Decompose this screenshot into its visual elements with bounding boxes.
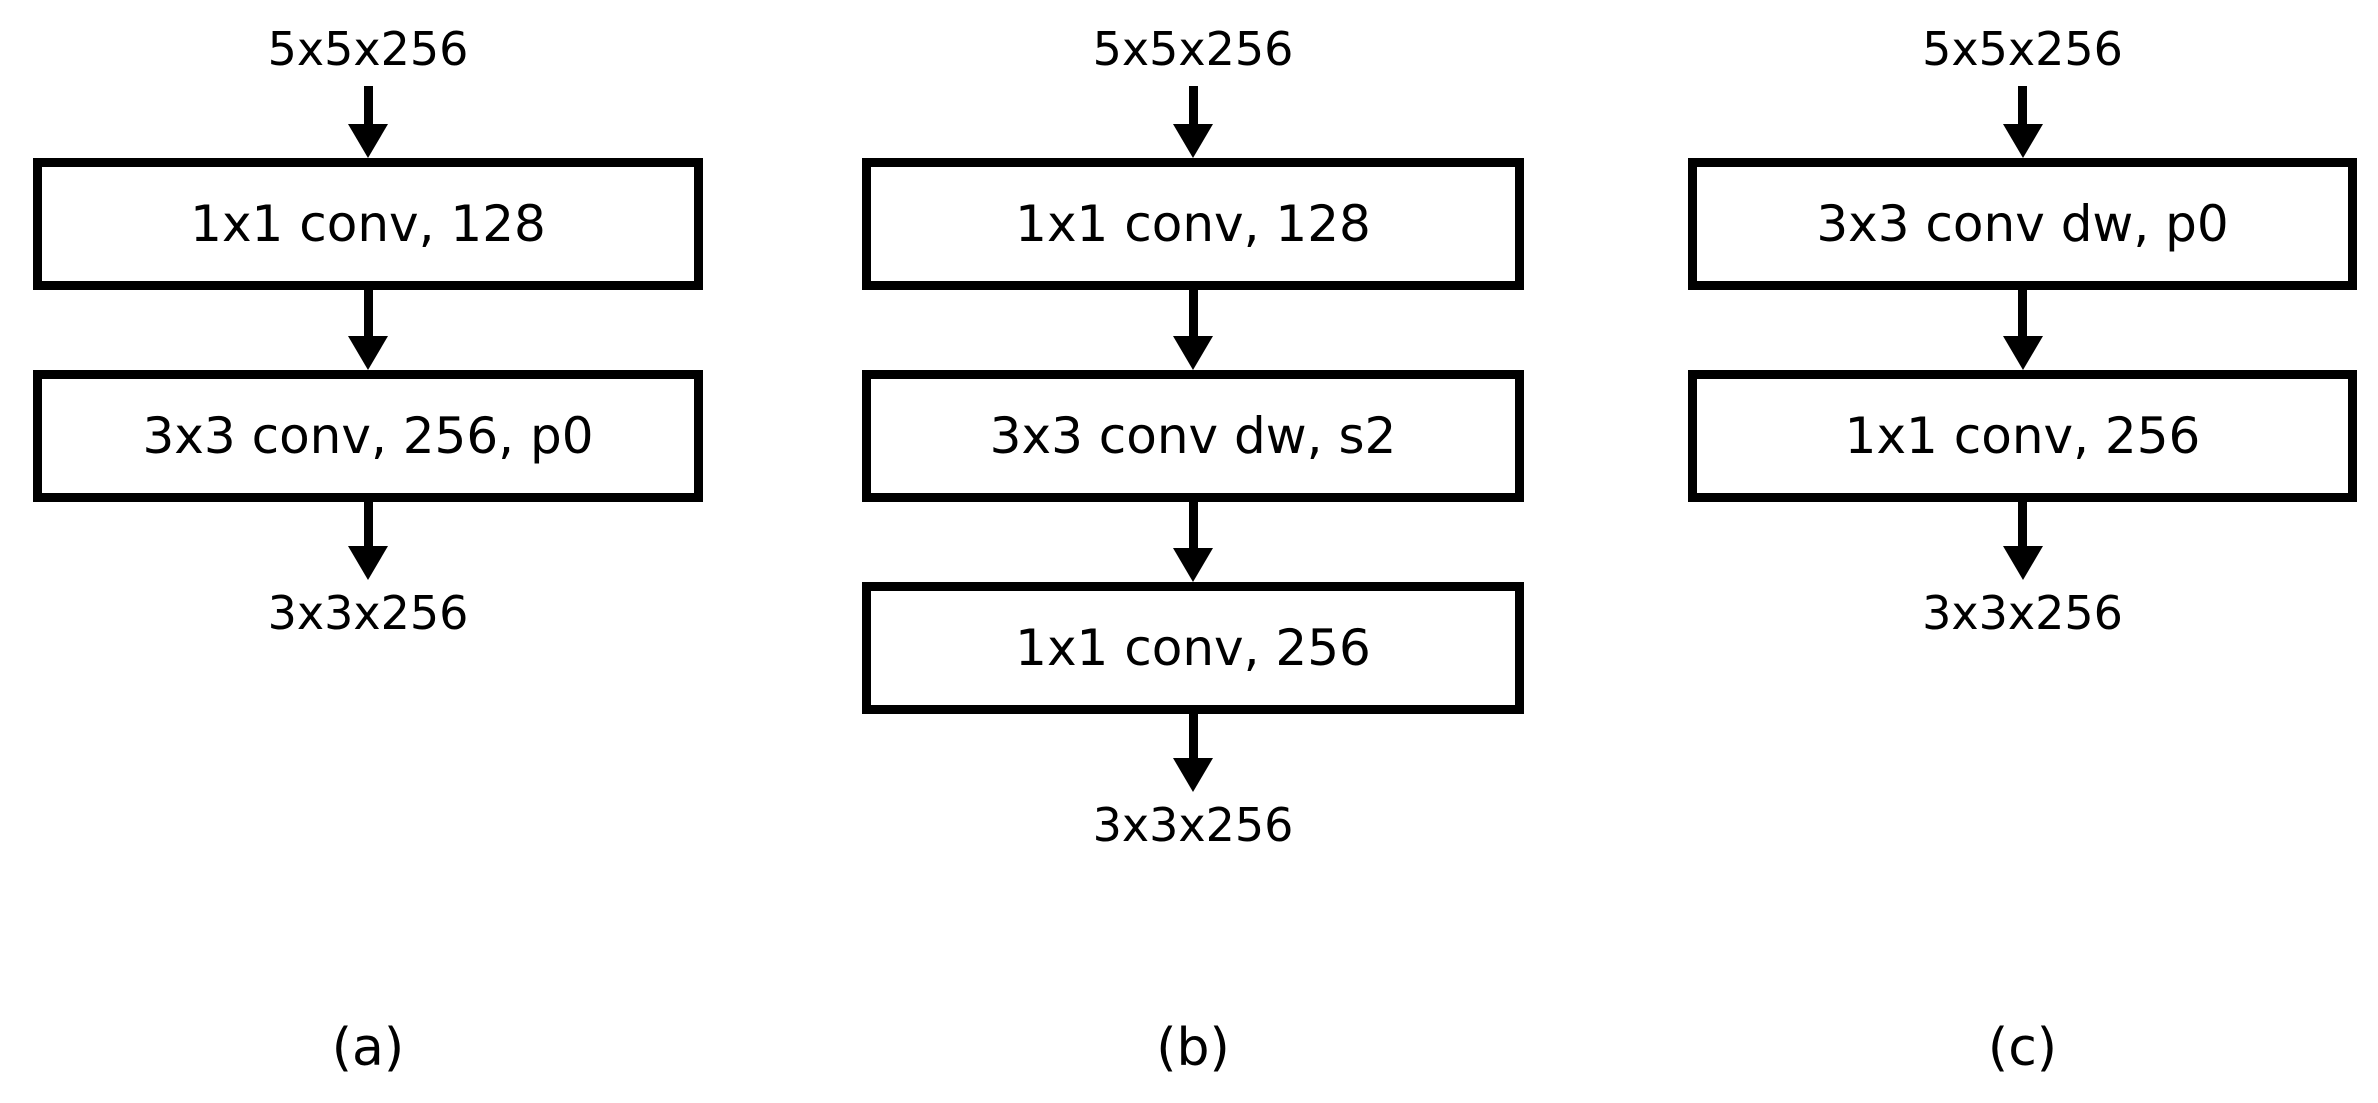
panel-b-block-1-label: 1x1 conv, 128 <box>1015 195 1371 253</box>
arrow-head <box>348 546 388 580</box>
panel-c-arrow-in <box>2002 86 2043 158</box>
panel-b-arrow-in <box>1173 86 1213 158</box>
panel-a: 5x5x256 1x1 conv, 128 3x3 conv, 256, p0 … <box>33 26 703 636</box>
arrow-shaft <box>1188 714 1198 760</box>
arrow-shaft <box>1188 290 1198 338</box>
panel-a-input-label: 5x5x256 <box>267 22 469 76</box>
panel-b-caption: (b) <box>1156 1018 1230 1078</box>
arrow-head <box>1173 336 1213 370</box>
panel-a-output-label: 3x3x256 <box>267 586 469 640</box>
arrow-shaft <box>2018 86 2027 126</box>
arrow-shaft <box>363 86 373 126</box>
panel-c-input-label: 5x5x256 <box>1922 22 2123 76</box>
panel-b-output-label: 3x3x256 <box>1092 798 1294 852</box>
panel-a-arrow-out <box>348 502 388 580</box>
panel-a-block-2-label: 3x3 conv, 256, p0 <box>142 407 594 465</box>
panel-c-block-1[interactable]: 3x3 conv dw, p0 <box>1688 158 2357 290</box>
arrow-head <box>2002 124 2043 158</box>
panel-b-arrow-1-2 <box>1173 290 1213 370</box>
panel-c-block-1-label: 3x3 conv dw, p0 <box>1816 195 2229 253</box>
arrow-head <box>348 124 388 158</box>
panel-c-arrow-out <box>2002 502 2043 580</box>
panel-a-block-1[interactable]: 1x1 conv, 128 <box>33 158 703 290</box>
panel-b-arrow-out <box>1173 714 1213 792</box>
arrow-shaft <box>363 502 373 548</box>
panel-a-caption: (a) <box>331 1018 405 1078</box>
arrow-head <box>1173 124 1213 158</box>
panel-c-output-label: 3x3x256 <box>1922 586 2123 640</box>
panel-b-block-3[interactable]: 1x1 conv, 256 <box>862 582 1524 714</box>
arrow-shaft <box>2018 502 2027 548</box>
panel-b: 5x5x256 1x1 conv, 128 3x3 conv dw, s2 1x… <box>862 26 1524 848</box>
panel-c-block-2-label: 1x1 conv, 256 <box>1844 407 2201 465</box>
arrow-shaft <box>1188 86 1198 126</box>
panel-a-block-1-label: 1x1 conv, 128 <box>190 195 546 253</box>
panel-c-arrow-1-2 <box>2002 290 2043 370</box>
panel-b-arrow-2-3 <box>1173 502 1213 582</box>
panel-b-block-1[interactable]: 1x1 conv, 128 <box>862 158 1524 290</box>
arrow-head <box>2002 336 2043 370</box>
panel-b-block-2-label: 3x3 conv dw, s2 <box>989 407 1397 465</box>
arrow-head <box>2002 546 2043 580</box>
panel-b-block-3-label: 1x1 conv, 256 <box>1015 619 1371 677</box>
arrow-head <box>1173 758 1213 792</box>
panel-c-block-2[interactable]: 1x1 conv, 256 <box>1688 370 2357 502</box>
arrow-shaft <box>363 290 373 338</box>
panel-b-input-label: 5x5x256 <box>1092 22 1294 76</box>
panel-c-caption: (c) <box>1987 1018 2058 1078</box>
arrow-head <box>348 336 388 370</box>
arrow-shaft <box>1188 502 1198 550</box>
arrow-head <box>1173 548 1213 582</box>
panel-c: 5x5x256 3x3 conv dw, p0 1x1 conv, 256 3x… <box>1688 26 2357 636</box>
panel-a-block-2[interactable]: 3x3 conv, 256, p0 <box>33 370 703 502</box>
panel-b-block-2[interactable]: 3x3 conv dw, s2 <box>862 370 1524 502</box>
panel-a-arrow-in <box>348 86 388 158</box>
panel-a-arrow-1-2 <box>348 290 388 370</box>
arrow-shaft <box>2018 290 2027 338</box>
